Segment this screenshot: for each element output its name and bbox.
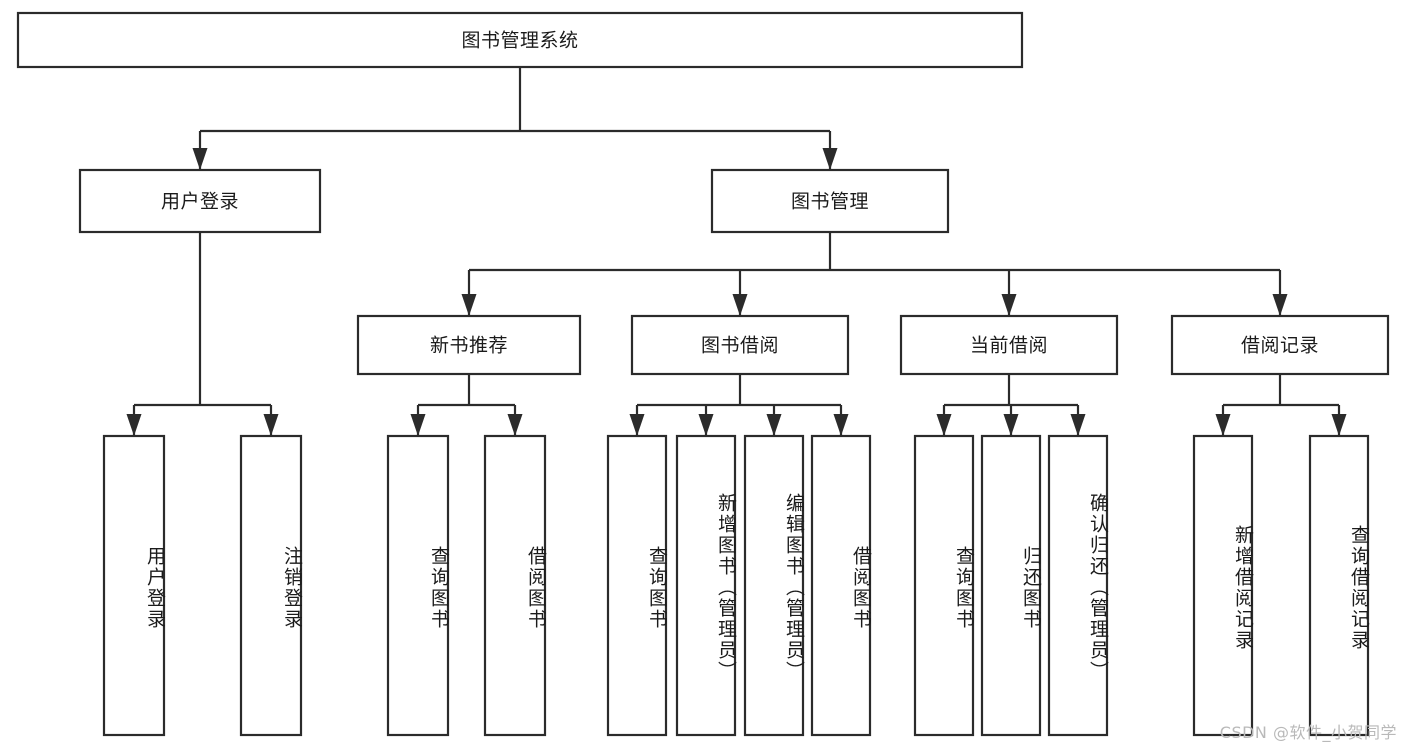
root-box[interactable] (16, 11, 1024, 69)
leaf-node[interactable] (913, 434, 975, 737)
leaf-node[interactable] (386, 434, 450, 737)
leaf-box[interactable] (1047, 434, 1109, 737)
watermark-label: CSDN @软件_小贺同学 (1219, 723, 1397, 742)
arrow-head-icon (1070, 414, 1086, 436)
leaf-node[interactable] (102, 434, 166, 737)
level2-label: 用户登录 (161, 191, 239, 213)
leaf-node[interactable] (1192, 434, 1254, 737)
arrow-head-icon (192, 148, 208, 170)
arrow-head-icon (1272, 294, 1288, 316)
leaf-node[interactable] (483, 434, 547, 737)
level2-box[interactable] (710, 168, 950, 234)
level3-label: 图书借阅 (701, 335, 779, 357)
arrow-head-icon (698, 414, 714, 436)
arrow-head-icon (766, 414, 782, 436)
leaf-box[interactable] (675, 434, 737, 737)
arrow-head-icon (263, 414, 279, 436)
arrow-head-icon (822, 148, 838, 170)
leaf-node[interactable] (606, 434, 668, 737)
leaf-box[interactable] (810, 434, 872, 737)
arrow-head-icon (1001, 294, 1017, 316)
level2-label: 图书管理 (791, 191, 869, 213)
level3-node[interactable]: 借阅记录 (1170, 314, 1390, 376)
level2-box[interactable] (78, 168, 322, 234)
level3-label: 新书推荐 (430, 335, 508, 357)
arrow-head-icon (1003, 414, 1019, 436)
leaf-box[interactable] (102, 434, 166, 737)
leaf-box[interactable] (1308, 434, 1370, 737)
level3-box[interactable] (1170, 314, 1390, 376)
arrow-head-icon (732, 294, 748, 316)
level3-node[interactable]: 新书推荐 (356, 314, 582, 376)
arrow-head-icon (410, 414, 426, 436)
leaf-node[interactable] (810, 434, 872, 737)
arrow-head-icon (936, 414, 952, 436)
arrow-head-icon (833, 414, 849, 436)
leaf-box[interactable] (743, 434, 805, 737)
arrow-head-icon (126, 414, 142, 436)
level2-node[interactable]: 图书管理 (710, 168, 950, 234)
leaf-box[interactable] (386, 434, 450, 737)
leaf-node[interactable] (675, 434, 737, 737)
leaf-node[interactable] (743, 434, 805, 737)
root-node[interactable]: 图书管理系统 (16, 11, 1024, 69)
leaf-box[interactable] (913, 434, 975, 737)
leaf-box[interactable] (1192, 434, 1254, 737)
leaf-box[interactable] (980, 434, 1042, 737)
level3-node[interactable]: 当前借阅 (899, 314, 1119, 376)
level3-node[interactable]: 图书借阅 (630, 314, 850, 376)
leaf-node[interactable] (239, 434, 303, 737)
level3-box[interactable] (899, 314, 1119, 376)
arrow-head-icon (507, 414, 523, 436)
leaf-box[interactable] (606, 434, 668, 737)
level3-box[interactable] (356, 314, 582, 376)
arrow-head-icon (1331, 414, 1347, 436)
root-label: 图书管理系统 (461, 30, 578, 52)
leaf-node[interactable] (980, 434, 1042, 737)
leaf-box[interactable] (239, 434, 303, 737)
leaf-node[interactable] (1308, 434, 1370, 737)
level3-label: 当前借阅 (970, 335, 1048, 357)
leaf-node[interactable] (1047, 434, 1109, 737)
arrow-head-icon (461, 294, 477, 316)
level3-box[interactable] (630, 314, 850, 376)
level2-node[interactable]: 用户登录 (78, 168, 322, 234)
level3-label: 借阅记录 (1241, 335, 1319, 357)
arrow-head-icon (629, 414, 645, 436)
arrow-head-icon (1215, 414, 1231, 436)
leaf-box[interactable] (483, 434, 547, 737)
